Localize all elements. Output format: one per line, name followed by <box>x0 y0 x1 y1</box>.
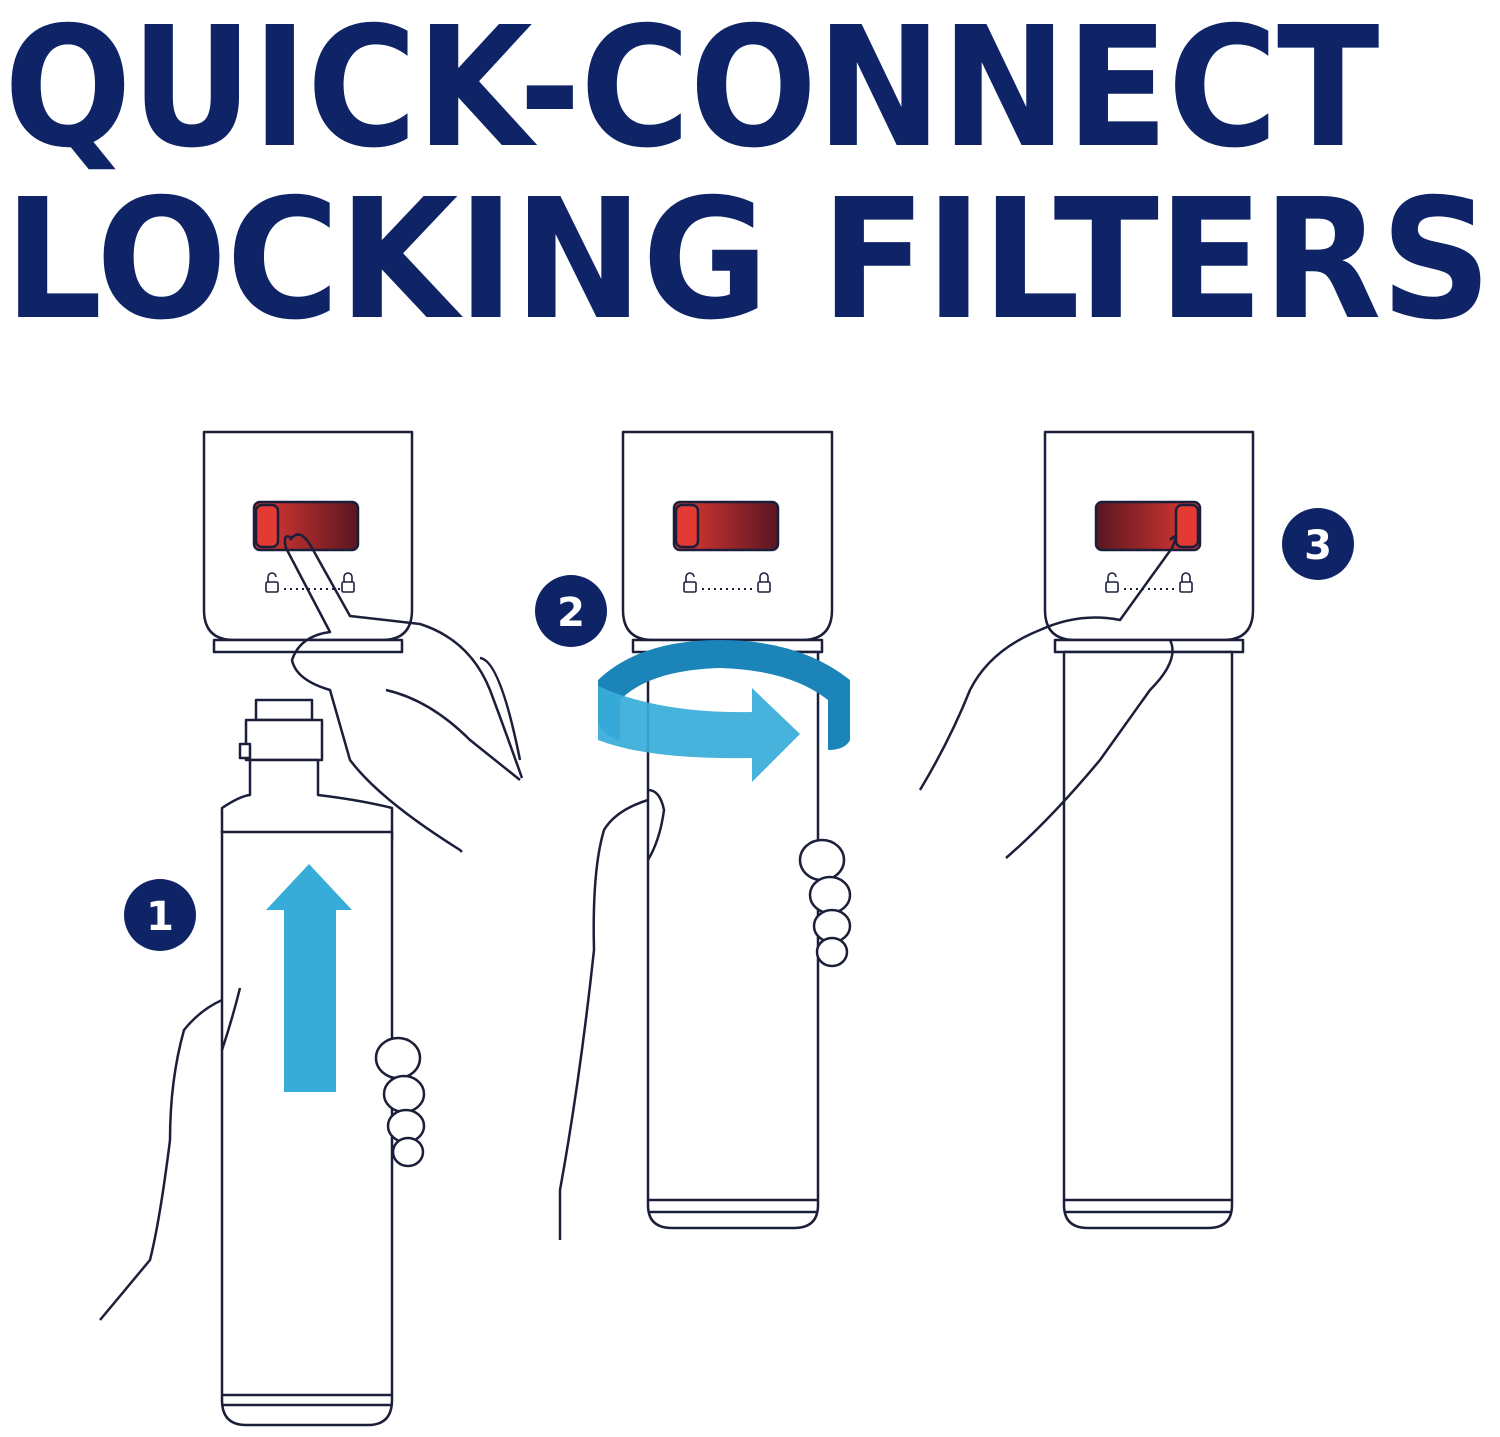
svg-text:3: 3 <box>1304 523 1332 569</box>
filter-cartridge-2 <box>646 650 820 1230</box>
step-badge-1: 1 <box>124 879 196 951</box>
step-3-panel <box>918 430 1255 1230</box>
filter-cartridge-1 <box>220 698 394 1427</box>
holding-hand-1 <box>99 987 242 1321</box>
finger-grip-2 <box>798 838 852 968</box>
svg-text:1: 1 <box>146 894 174 940</box>
rotate-arrow-icon <box>598 640 850 782</box>
step-2-panel <box>558 430 852 1240</box>
lock-icon <box>757 572 771 593</box>
unlock-icon <box>683 572 697 593</box>
step-badge-2: 2 <box>535 575 607 647</box>
pressing-hand-3 <box>918 535 1177 859</box>
step-1-panel <box>99 430 524 1427</box>
unlock-icon <box>265 572 279 593</box>
step-badge-3: 3 <box>1282 508 1354 580</box>
filter-cartridge-3 <box>1062 650 1234 1230</box>
svg-text:2: 2 <box>557 590 585 636</box>
up-arrow-icon <box>266 864 352 1092</box>
filter-head-2 <box>621 430 834 654</box>
title-line-1: QUICK-CONNECT <box>4 0 1379 185</box>
finger-grip-1 <box>374 1036 426 1168</box>
pressing-hand <box>283 535 522 853</box>
unlock-icon <box>1105 572 1119 593</box>
holding-hand-2 <box>558 788 666 1240</box>
lock-icon <box>341 572 355 593</box>
filter-head-1 <box>202 430 414 654</box>
lock-icon <box>1179 572 1193 593</box>
title-line-2: LOCKING FILTERS <box>4 164 1492 357</box>
